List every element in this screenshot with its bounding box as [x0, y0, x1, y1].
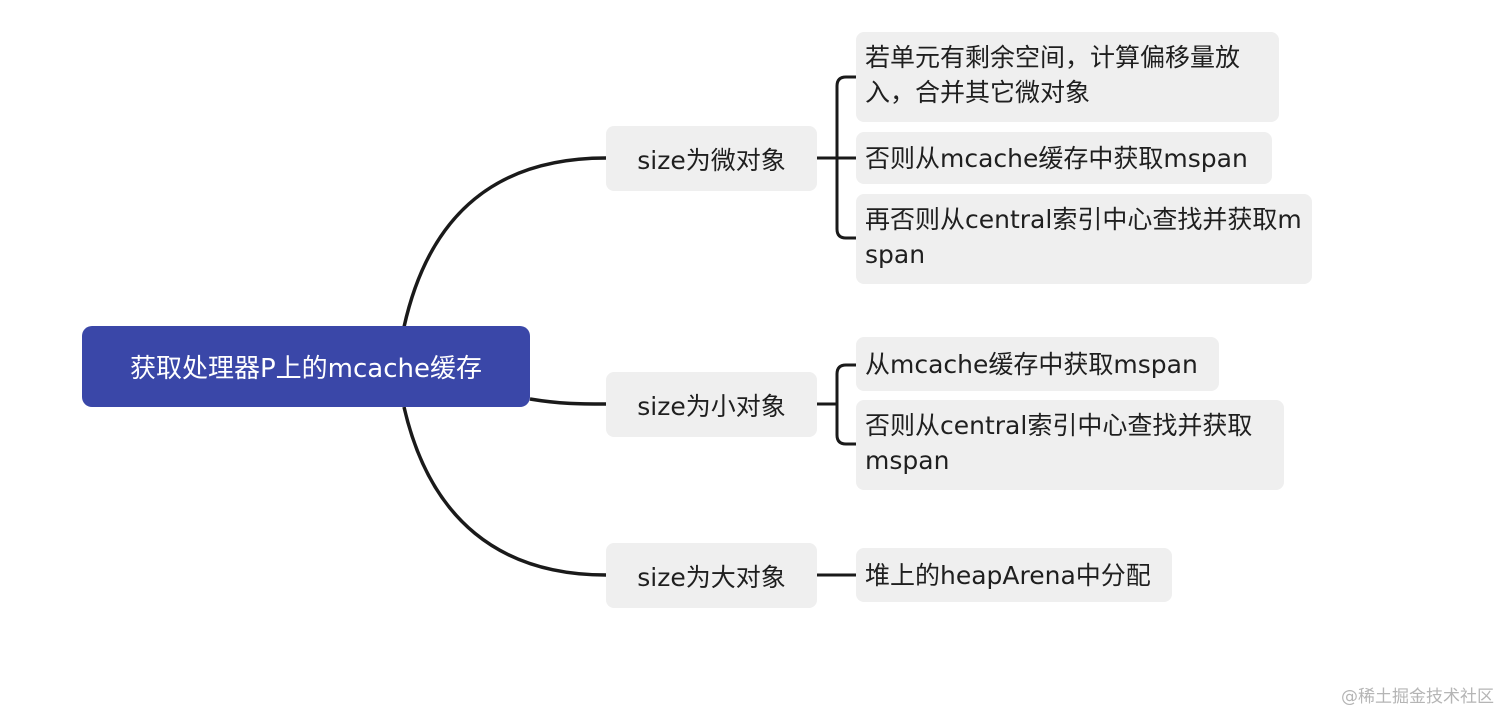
leaf-node-large-1[interactable]: 堆上的heapArena中分配 — [856, 548, 1172, 602]
watermark: @稀土掘金技术社区 — [1341, 687, 1494, 707]
leaf-node-small-1[interactable]: 从mcache缓存中获取mspan — [856, 337, 1219, 391]
root-node[interactable]: 获取处理器P上的mcache缓存 — [82, 326, 530, 407]
branch-node-tiny-object[interactable]: size为微对象 — [606, 126, 817, 191]
connector-root-branch-3 — [402, 406, 607, 577]
branch-node-label: size为小对象 — [637, 391, 786, 421]
leaf-node-small-2[interactable]: 否则从central索引中心查找并获取mspan — [856, 400, 1284, 490]
leaf-node-label: 否则从central索引中心查找并获取mspan — [865, 411, 1253, 475]
leaf-node-label: 再否则从central索引中心查找并获取mspan — [865, 205, 1302, 269]
leaf-node-tiny-3[interactable]: 再否则从central索引中心查找并获取mspan — [856, 194, 1312, 284]
branch-node-small-object[interactable]: size为小对象 — [606, 372, 817, 437]
leaf-node-tiny-2[interactable]: 否则从mcache缓存中获取mspan — [856, 132, 1272, 184]
connector-root-branch-1 — [402, 156, 607, 328]
branch-node-large-object[interactable]: size为大对象 — [606, 543, 817, 608]
leaf-node-label: 从mcache缓存中获取mspan — [865, 349, 1198, 379]
leaf-node-tiny-1[interactable]: 若单元有剩余空间，计算偏移量放入，合并其它微对象 — [856, 32, 1279, 122]
leaf-node-label: 若单元有剩余空间，计算偏移量放入，合并其它微对象 — [865, 43, 1241, 107]
leaf-node-label: 堆上的heapArena中分配 — [865, 560, 1151, 590]
branch-node-label: size为微对象 — [637, 145, 786, 175]
connector-branch-2-bracket — [835, 363, 856, 446]
branch-node-label: size为大对象 — [637, 562, 786, 592]
root-node-label: 获取处理器P上的mcache缓存 — [129, 354, 482, 384]
connector-root-branch-2 — [529, 397, 607, 406]
leaf-node-label: 否则从mcache缓存中获取mspan — [865, 143, 1248, 173]
